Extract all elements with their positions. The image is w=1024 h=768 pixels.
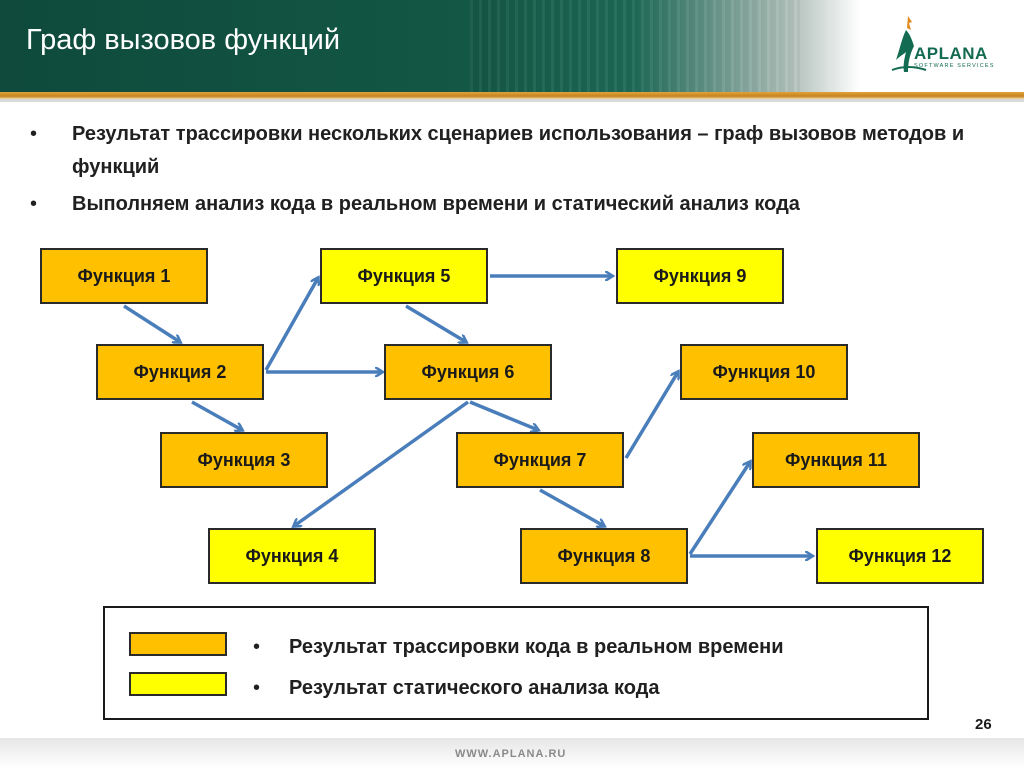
node-f3: Функция 3 bbox=[160, 432, 328, 488]
edge-f7-to-f10 bbox=[624, 372, 678, 459]
edge-f1-to-f2 bbox=[123, 304, 180, 342]
slide-title: Граф вызовов функций bbox=[26, 24, 341, 56]
header-orange-rule bbox=[0, 92, 1024, 99]
node-f12: Функция 12 bbox=[816, 528, 984, 584]
edge-f2-to-f5 bbox=[264, 278, 318, 371]
header-texture bbox=[470, 0, 800, 92]
legend-item: • Результат трассировки кода в реальном … bbox=[253, 636, 783, 659]
node-f5: Функция 5 bbox=[320, 248, 488, 304]
logo-tagline: SOFTWARE SERVICES bbox=[914, 63, 995, 69]
bullet-marker: • bbox=[30, 193, 38, 215]
edge-f5-to-f6 bbox=[405, 304, 466, 342]
page-number: 26 bbox=[975, 716, 992, 733]
node-f7: Функция 7 bbox=[456, 432, 624, 488]
bullet-item: • Выполняем анализ кода в реальном време… bbox=[30, 188, 1000, 221]
edge-f6-to-f4 bbox=[294, 400, 470, 526]
node-f6: Функция 6 bbox=[384, 344, 552, 400]
bullet-text: Выполняем анализ кода в реальном времени… bbox=[72, 193, 800, 215]
edge-f2-to-f3 bbox=[191, 400, 242, 430]
bullet-marker: • bbox=[253, 636, 261, 658]
header-gray-rule bbox=[0, 99, 1024, 102]
bullet-marker: • bbox=[30, 123, 38, 145]
legend-label: Результат трассировки кода в реальном вр… bbox=[289, 636, 784, 658]
node-f8: Функция 8 bbox=[520, 528, 688, 584]
node-f2: Функция 2 bbox=[96, 344, 264, 400]
node-f10: Функция 10 bbox=[680, 344, 848, 400]
node-f9: Функция 9 bbox=[616, 248, 784, 304]
legend-swatch-realtime bbox=[129, 632, 227, 656]
node-f1: Функция 1 bbox=[40, 248, 208, 304]
legend-label: Результат статического анализа кода bbox=[289, 677, 660, 699]
footer-bar bbox=[0, 738, 1024, 768]
legend-item: • Результат статического анализа кода bbox=[253, 677, 660, 700]
edge-f8-to-f11 bbox=[688, 462, 750, 555]
logo-figure-icon bbox=[891, 16, 927, 72]
footer-url: WWW.APLANA.RU bbox=[455, 748, 567, 760]
node-f4: Функция 4 bbox=[208, 528, 376, 584]
edge-f6-to-f7 bbox=[469, 400, 538, 430]
aplana-logo: APLANA SOFTWARE SERVICES bbox=[888, 14, 1006, 76]
bullet-text: Результат трассировки нескольких сценари… bbox=[72, 123, 965, 178]
logo-wordmark: APLANA bbox=[914, 44, 988, 63]
bullet-item: • Результат трассировки нескольких сцена… bbox=[30, 118, 1000, 184]
bullet-marker: • bbox=[253, 677, 261, 699]
legend-box: • Результат трассировки кода в реальном … bbox=[103, 606, 929, 720]
edge-f7-to-f8 bbox=[539, 488, 604, 526]
slide-header: Граф вызовов функций bbox=[0, 0, 1024, 92]
bullet-list: • Результат трассировки нескольких сцена… bbox=[30, 118, 1000, 221]
node-f11: Функция 11 bbox=[752, 432, 920, 488]
legend-swatch-static bbox=[129, 672, 227, 696]
